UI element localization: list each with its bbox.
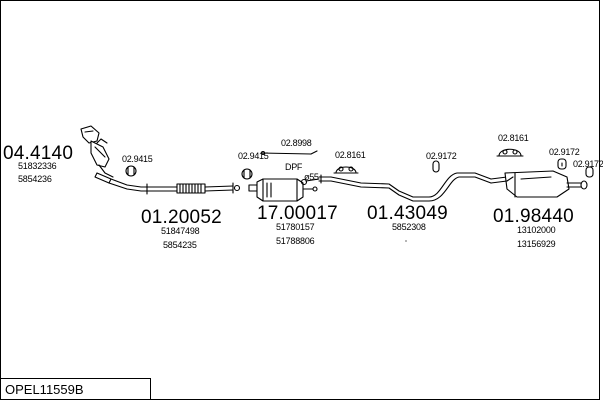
part-label-p1: 02.9415	[122, 154, 153, 164]
part-label-p10: 02.9172	[573, 159, 603, 169]
part-number-2: 01.20052	[141, 207, 222, 228]
oe-ref-5b: 13156929	[517, 239, 556, 249]
part-number-3: 17.00017	[257, 203, 338, 224]
oe-ref-2b: 5854235	[163, 240, 197, 250]
part-label-p4: DPF	[285, 162, 303, 172]
clamp-part-2	[241, 168, 253, 180]
hanger-part-3	[585, 166, 594, 178]
part-label-p6: ø55	[304, 172, 319, 182]
middle-pipe-part	[318, 172, 492, 202]
rear-silencer-part	[490, 170, 588, 198]
dpf-part	[248, 178, 320, 202]
oe-ref-1b: 5854236	[18, 174, 52, 184]
rubber-mount-part-1	[333, 166, 359, 174]
part-label-p5: 02.8161	[335, 150, 366, 160]
diagram-title: OPEL11559B	[1, 378, 151, 399]
oe-ref-2a: 51847498	[161, 226, 200, 236]
part-label-p3: 02.8998	[281, 138, 312, 148]
oe-ref-5a: 13102000	[517, 225, 556, 235]
part-number-4: 01.43049	[367, 203, 448, 224]
oe-ref-3a: 51780157	[276, 222, 315, 232]
rubber-mount-part-2	[496, 148, 524, 157]
part-label-p2: 02.9415	[238, 151, 269, 161]
heat-shield-rod-part	[260, 150, 318, 156]
catalytic-converter-part	[80, 125, 152, 192]
hanger-part-2	[557, 158, 567, 170]
clamp-part-1	[125, 165, 137, 177]
part-number-1: 04.4140	[3, 143, 74, 164]
part-label-p7: 02.9172	[426, 151, 457, 161]
part-label-p9: 02.9172	[549, 147, 580, 157]
hanger-part-1	[432, 160, 440, 173]
front-pipe-part	[146, 182, 241, 195]
oe-ref-1a: 51832336	[18, 161, 57, 171]
part-label-p8: 02.8161	[498, 133, 529, 143]
oe-ref-4a: 5852308	[392, 222, 426, 232]
part-number-5: 01.98440	[493, 206, 574, 227]
oe-ref-3b: 51788806	[276, 236, 315, 246]
